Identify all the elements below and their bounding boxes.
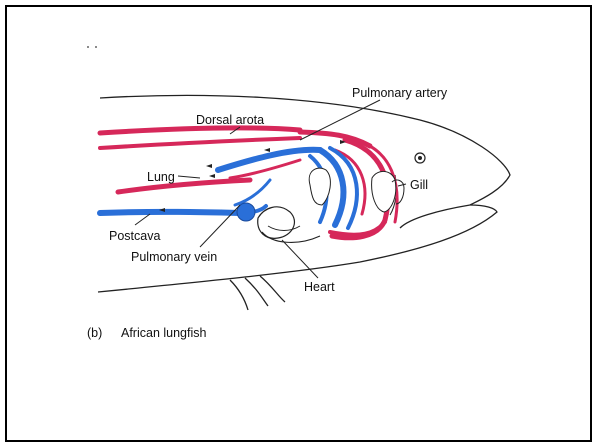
label-pulmonary-vein: Pulmonary vein	[131, 250, 217, 264]
panel-marker: (b)	[87, 326, 102, 340]
label-postcava: Postcava	[109, 229, 160, 243]
eye	[415, 153, 425, 163]
label-heart: Heart	[304, 280, 335, 294]
label-gill: Gill	[410, 178, 428, 192]
scan-marks	[87, 46, 97, 48]
figure-caption: African lungfish	[121, 326, 207, 340]
heart	[237, 203, 320, 242]
label-pulmonary-artery: Pulmonary artery	[352, 86, 448, 100]
label-lung: Lung	[147, 170, 175, 184]
label-dorsal-aorta: Dorsal arota	[196, 113, 264, 127]
